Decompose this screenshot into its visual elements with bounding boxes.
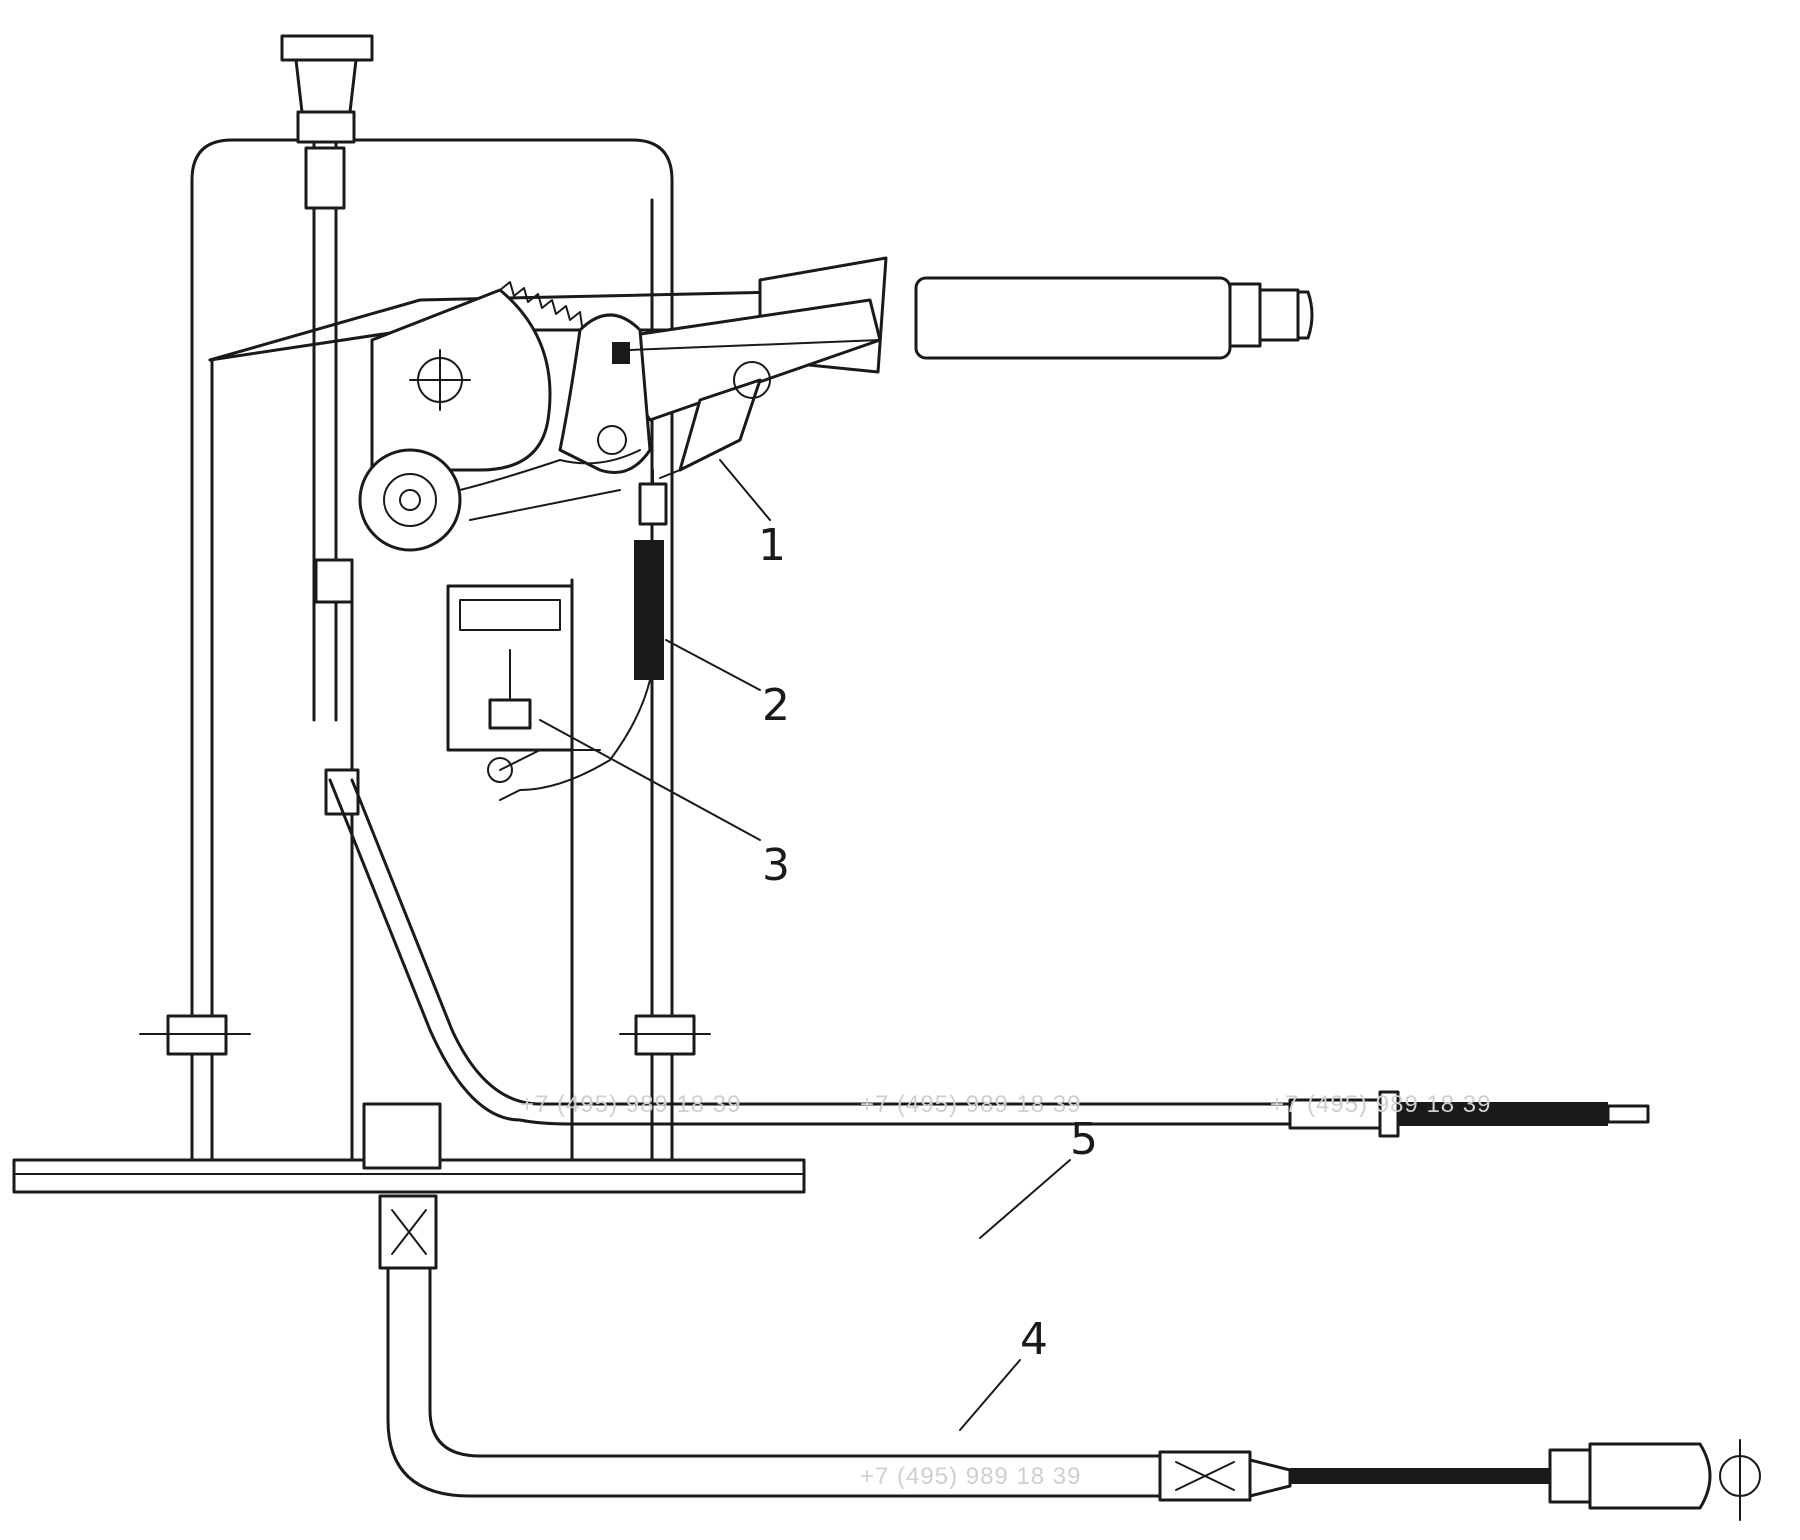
callout-1: 1 bbox=[758, 520, 786, 571]
callout-3: 3 bbox=[762, 840, 790, 891]
leader-line-2 bbox=[665, 639, 761, 691]
callouts: 1 2 3 4 5 bbox=[539, 459, 1098, 1431]
watermarks: +7 (495) 989 18 39 +7 (495) 989 18 39 +7… bbox=[520, 1091, 1492, 1490]
brake-switch bbox=[446, 584, 601, 783]
watermark-text: +7 (495) 989 18 39 bbox=[1270, 1091, 1492, 1118]
leader-line-5 bbox=[979, 1159, 1071, 1239]
ratchet-sector bbox=[370, 281, 583, 472]
watermark-text: +7 (495) 989 18 39 bbox=[860, 1091, 1082, 1118]
callout-2: 2 bbox=[762, 680, 790, 731]
cable-conduit-5 bbox=[328, 778, 1650, 1138]
adjusting-rod bbox=[280, 34, 374, 816]
leader-line-1 bbox=[719, 459, 771, 521]
watermark-text: +7 (495) 989 18 39 bbox=[520, 1091, 742, 1118]
pawl-lever bbox=[558, 313, 881, 474]
callout-4: 4 bbox=[1020, 1314, 1048, 1365]
watermark-text: +7 (495) 989 18 39 bbox=[860, 1463, 1082, 1490]
pivot-gear bbox=[358, 448, 641, 552]
leader-line-3 bbox=[539, 719, 761, 841]
leader-line-4 bbox=[959, 1359, 1021, 1431]
return-spring bbox=[499, 469, 668, 801]
mounting-frame bbox=[139, 138, 711, 1162]
release-button bbox=[659, 361, 771, 479]
callout-5: 5 bbox=[1070, 1114, 1098, 1165]
cable-conduit-4 bbox=[362, 1102, 1761, 1521]
